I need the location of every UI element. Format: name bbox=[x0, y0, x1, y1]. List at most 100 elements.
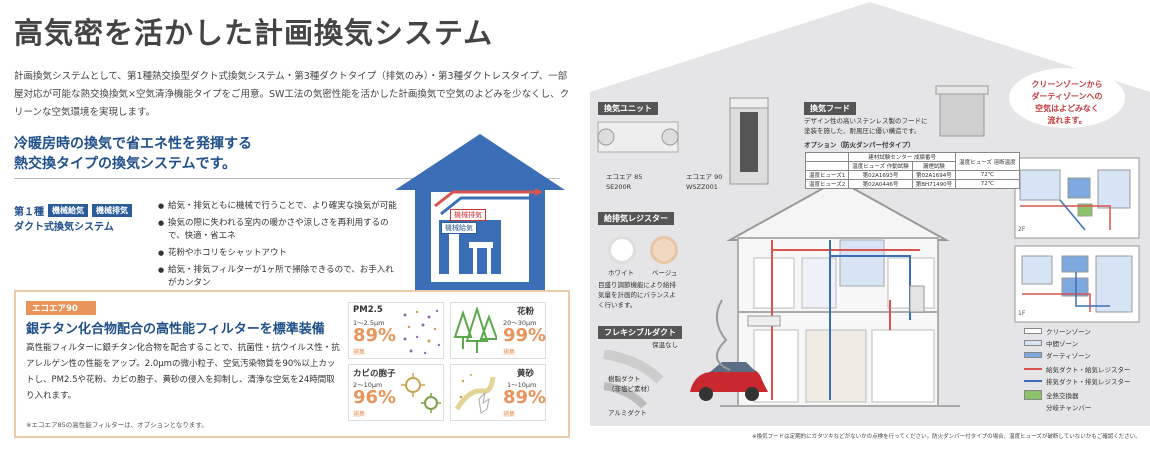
ecoair-title: 銀チタン化合物配合の高性能フィルターを標準装備 bbox=[26, 322, 325, 337]
filter-card-pm25: PM2.5 1〜2.5μm 89% 捕集 bbox=[348, 302, 444, 359]
house-tag-supply: 機械給気 bbox=[441, 222, 477, 234]
floor-label-2f: 2F bbox=[1018, 226, 1026, 233]
filter-sub: 捕集 bbox=[353, 349, 366, 356]
duct-resin-sub: （非塩ビ素材） bbox=[608, 385, 654, 393]
register-beige-icon bbox=[650, 236, 678, 264]
legend-clean-zone: クリーンゾーン bbox=[1024, 326, 1091, 336]
legend-label: ダーティゾーン bbox=[1046, 352, 1091, 360]
feature-item: 給気・排気ともに機械で行うことで、より確実な換気が可能 bbox=[158, 200, 398, 213]
spec-system-name: ダクト式換気システム bbox=[14, 222, 114, 233]
intro-text: 計画換気システムとして、第1種熱交換型ダクト式換気システム・第3種ダクトタイプ（… bbox=[14, 71, 570, 118]
table-cell: 温度ヒューズ1 bbox=[804, 170, 850, 180]
duct-alu-label: アルミダクト bbox=[608, 409, 647, 417]
register-desc-2: 気量を計画的にバランスよ bbox=[598, 291, 676, 299]
legend-exhaust-duct: 排気ダクト・排気レジスター bbox=[1024, 376, 1131, 386]
register-desc-3: く行います。 bbox=[598, 301, 637, 309]
legend-line bbox=[1024, 380, 1042, 382]
table-cell: 第02A1693号 bbox=[848, 170, 913, 180]
unit2-model: WSZZ001 bbox=[686, 183, 718, 191]
callout-line: 流れます。 bbox=[1047, 116, 1087, 125]
callout-line: クリーンゾーンから bbox=[1031, 80, 1103, 89]
table-header: 温度ヒューズ 作動試験 bbox=[848, 161, 913, 171]
table-header-row: 建材試験センター 成績番号 温度ヒューズ 溶断温度 bbox=[804, 152, 1020, 171]
filter-range: 20〜30μm bbox=[503, 319, 537, 327]
legend-swatch bbox=[1024, 390, 1042, 400]
footnote: ※換気フードは定期的にガタツキなどがないかの点検を行ってください。防火ダンパー付… bbox=[752, 434, 1141, 440]
headline: 冷暖房時の換気で省エネ性を発揮する 熱交換タイプの換気システムです。 bbox=[14, 134, 252, 174]
fire-damper-table: 建材試験センター 成績番号 温度ヒューズ 溶断温度 温度ヒューズ 作動試験 漏煙… bbox=[804, 152, 1020, 189]
filter-range: 2〜10μm bbox=[353, 381, 383, 389]
car-illustration bbox=[690, 362, 768, 401]
filter-sub: 捕集 bbox=[503, 349, 516, 356]
filter-sub: 捕集 bbox=[503, 411, 516, 418]
filter-card-yellow-sand: 黄砂 1〜10μm 89% 捕集 bbox=[450, 364, 546, 421]
hood-desc-2: 塗装を施した、耐風圧に優い構造です。 bbox=[804, 127, 921, 135]
label-ventilation-hood: 換気フード bbox=[804, 102, 856, 115]
table-cell: 第02A1694号 bbox=[911, 170, 957, 180]
filter-range: 1〜10μm bbox=[507, 381, 537, 389]
filter-name: カビの胞子 bbox=[353, 369, 396, 379]
legend-label: 分岐チャンバー bbox=[1046, 404, 1092, 412]
filter-card-pollen: 花粉 20〜30μm 99% 捕集 bbox=[450, 302, 546, 359]
callout-line: ダーティゾーンへの bbox=[1031, 92, 1103, 101]
filter-percent: 99% bbox=[503, 325, 547, 346]
legend-label: 中間ゾーン bbox=[1046, 340, 1079, 348]
legend-dirty-zone: ダーティゾーン bbox=[1024, 350, 1091, 360]
ecoair-body: 高性能フィルターに銀チタン化合物を配合することで、抗菌性・抗ウイルス性・抗アレル… bbox=[26, 343, 340, 401]
tree-illustration bbox=[715, 299, 731, 371]
hood-option-label: オプション（防火ダンパー付タイプ） bbox=[804, 141, 915, 149]
feature-item: 花粉やホコリをシャットアウト bbox=[158, 247, 398, 260]
legend-swatch bbox=[1024, 340, 1042, 346]
table-header: 温度ヒューズ 溶断温度 bbox=[955, 152, 1020, 171]
legend-line bbox=[1024, 368, 1042, 370]
table-row: 温度ヒューズ1 第02A1693号 第02A1694号 72℃ bbox=[804, 170, 1020, 180]
flexible-duct-icon bbox=[603, 350, 664, 409]
label-ventilation-unit: 換気ユニット bbox=[598, 102, 658, 115]
duct-resin-label: 樹脂ダクト bbox=[608, 375, 641, 383]
hood-desc-1: デザイン性の高いステンレス製のフードに bbox=[804, 117, 928, 125]
ecoair-panel: エコエア90 銀チタン化合物配合の高性能フィルターを標準装備 高性能フィルターに… bbox=[14, 290, 570, 438]
legend-swatch bbox=[1024, 352, 1042, 358]
spore-icon bbox=[401, 373, 441, 413]
table-cell: 第BH71490号 bbox=[911, 179, 957, 189]
spec-type: 第１種 機械給気 機械排気 bbox=[14, 203, 132, 218]
legend-label: 排気ダクト・排気レジスター bbox=[1046, 378, 1131, 386]
table-header bbox=[804, 152, 850, 162]
register-white-icon bbox=[608, 236, 636, 264]
register-beige-label: ベージュ bbox=[652, 269, 678, 277]
table-header: 漏煙試験 bbox=[911, 161, 957, 171]
legend-label: 全熱交換器 bbox=[1046, 392, 1079, 400]
legend-branch-chamber: 分岐チャンバー bbox=[1024, 402, 1091, 412]
table-header bbox=[804, 161, 850, 171]
house-background bbox=[590, 2, 1150, 426]
house-illustration bbox=[720, 178, 960, 407]
filter-sub: 捕集 bbox=[353, 411, 366, 418]
duct-insulation-label: 保温なし bbox=[652, 341, 678, 349]
floor-label-1f: 1F bbox=[1018, 310, 1026, 317]
unit2-name: エコエア 90 bbox=[686, 173, 723, 181]
unit1-name: エコエア 85 bbox=[606, 173, 643, 181]
label-flexible-duct: フレキシブルダクト bbox=[598, 326, 682, 339]
headline-line1: 冷暖房時の換気で省エネ性を発揮する bbox=[14, 136, 252, 152]
feature-list: 給気・排気ともに機械で行うことで、より確実な換気が可能 換気の際に失われる室内の… bbox=[158, 200, 398, 294]
ecoair-note: ※エコエア85の高性能フィルターは、オプションとなります。 bbox=[26, 421, 208, 429]
table-cell: 72℃ bbox=[955, 179, 1020, 189]
pm25-particles-icon bbox=[403, 309, 441, 355]
feature-item: 換気の際に失われる室内の暖かさや涼しさを再利用するので、快適・省エネ bbox=[158, 217, 398, 243]
tree-icon bbox=[453, 307, 497, 353]
headline-line2: 熱交換タイプの換気システムです。 bbox=[14, 156, 237, 172]
badge-mechanical-exhaust: 機械排気 bbox=[92, 204, 132, 217]
filter-name: 花粉 bbox=[517, 307, 535, 317]
table-header: 建材試験センター 成績番号 bbox=[848, 152, 957, 162]
page-title: 高気密を活かした計画換気システム bbox=[14, 16, 494, 50]
spec-class: 第１種 bbox=[14, 207, 44, 218]
divider bbox=[14, 178, 560, 179]
airflow-callout: クリーンゾーンから ダーティゾーンへの 空気はよどみなく 流れます。 bbox=[1013, 79, 1121, 127]
legend-label: クリーンゾーン bbox=[1046, 328, 1091, 336]
system-illustration-panel: 換気ユニット エコエア 85 SE200R エコエア 90 WSZZ001 換気… bbox=[590, 0, 1150, 450]
table-row: 温度ヒューズ2 第02A0446号 第BH71490号 72℃ bbox=[804, 179, 1020, 189]
legend-heat-exchanger: 全熱交換器 bbox=[1024, 390, 1079, 400]
filter-name: 黄砂 bbox=[517, 369, 535, 379]
house-tag-exhaust: 機械排気 bbox=[450, 209, 486, 221]
register-desc-1: 目盛り調節機能により給排 bbox=[598, 281, 676, 289]
